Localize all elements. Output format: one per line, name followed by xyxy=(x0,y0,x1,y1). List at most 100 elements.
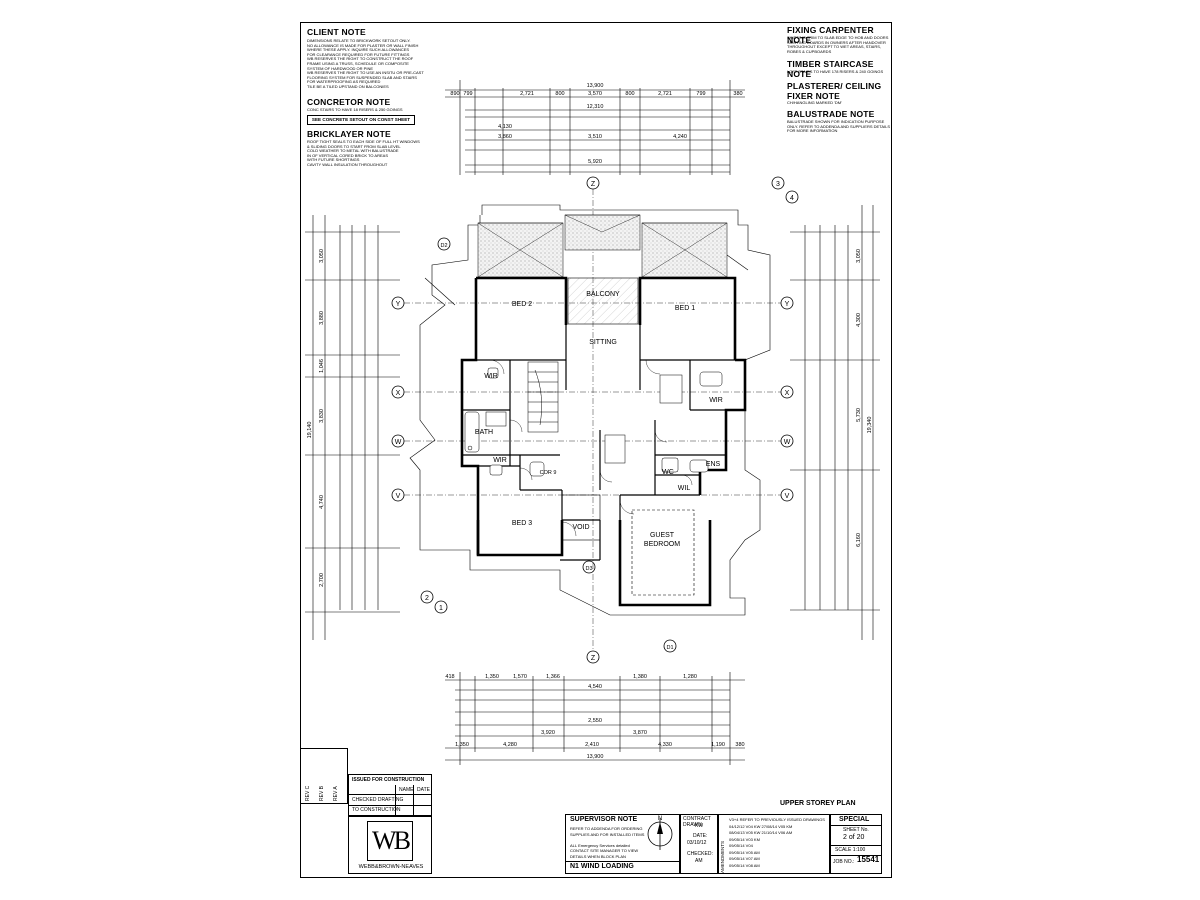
stairs xyxy=(527,361,559,433)
note-line: FOR MORE INFORMATION xyxy=(787,128,838,134)
dim-text: 1,350 xyxy=(485,674,499,680)
rev-label: REV C xyxy=(305,785,311,801)
dim-text: 3,050 xyxy=(319,249,325,263)
note-line: IN OF VERTICAL CORED BRICK TO AREAS xyxy=(307,152,388,158)
grid-v: V xyxy=(785,493,790,500)
grid-d1: D1 xyxy=(666,645,673,651)
concretor-note-line: CONC STAIRS TO HAVE 18 RISERS & 250 GOIN… xyxy=(307,107,403,112)
note-line: CAVITY WALL INSULATION THROUGHOUT xyxy=(307,162,388,167)
external-walls xyxy=(460,276,747,607)
top-overall-dim: 13,900 xyxy=(587,83,604,89)
issued-for-construction-box: ISSUED FOR CONSTRUCTION NAME DATE CHECKE… xyxy=(348,774,432,816)
note-line: WB RESERVES THE RIGHT TO USE AN INSITU O… xyxy=(307,70,424,76)
plasterer-note-line: CH/HANGLING MARKED 'DM' xyxy=(787,100,842,105)
checked-label: CHECKED: xyxy=(687,851,713,857)
title-block-line: 09/05/14 V05 AM xyxy=(729,849,760,855)
grid-d3: D3 xyxy=(585,566,592,572)
north-arrow-icon: N xyxy=(647,816,673,850)
dim-text: 1,280 xyxy=(683,674,697,680)
grid-x: X xyxy=(396,390,401,397)
dim-text: 1,380 xyxy=(633,674,647,680)
dim-text: 4,280 xyxy=(503,742,517,748)
title-block-line: ALL Emergency Services detailed xyxy=(570,842,630,848)
timber-staircase-note-line: LOFT STAIRS TO HAVE 178 RISERS & 240 GOI… xyxy=(787,69,884,74)
room-sitting: SITTING xyxy=(589,339,617,346)
dim-text: 3,870 xyxy=(633,730,647,736)
room-bed-3: BED 3 xyxy=(512,520,532,527)
dim-text: 2,700 xyxy=(319,573,325,587)
dim-text: 380 xyxy=(733,91,742,97)
date-label: DATE: xyxy=(693,833,708,839)
note-line: SKIRTING TRIM TO SLAB EDGE TO HOB AND DO… xyxy=(787,35,889,40)
dim-text: 2,721 xyxy=(520,91,534,97)
special-label: SPECIAL xyxy=(839,816,870,823)
rev-label: REV A xyxy=(333,786,339,801)
note-line: SYSTEM OF HARDWOOD OR PINE xyxy=(307,65,374,71)
note-line: ROBES & CUPBOARDS xyxy=(787,48,832,54)
title-block-line: 09/05/14 V04 xyxy=(729,843,753,848)
dim-text: 3,920 xyxy=(541,730,555,736)
grid-3: 3 xyxy=(776,181,780,188)
note-line: ROOF TIGHT SEALS TO EACH SIDE OF FULL HT… xyxy=(307,139,420,144)
dim-text: 3,880 xyxy=(319,311,325,325)
concretor-note-title: CONCRETOR NOTE xyxy=(307,97,391,107)
dim-text: 1,046 xyxy=(319,359,325,373)
job-no: 15541 xyxy=(857,855,880,864)
dim-text: 2,410 xyxy=(585,742,599,748)
to-construction: TO CONSTRUCTION xyxy=(352,807,401,813)
timber-staircase-note-title: TIMBER STAIRCASE NOTE xyxy=(787,59,874,79)
note-line: ONLY. REFER TO ADDENDA AND SUPPLIERS DET… xyxy=(787,123,890,129)
note-line: SKIRTING BOARDS IN OWNERS AFTER HANDOVER xyxy=(787,39,886,45)
internal-walls xyxy=(462,325,735,561)
dim-text: 4,540 xyxy=(588,684,602,690)
sheet-no-label: SHEET No. xyxy=(843,827,869,833)
grid-v: V xyxy=(396,493,401,500)
supervisor-note-title: SUPERVISOR NOTE xyxy=(570,816,638,823)
drawing-sheet: CLIENT NOTE DIMENSIONS RELATE TO BRICKWO… xyxy=(300,22,892,878)
dim-text: 3,050 xyxy=(856,249,862,263)
title-block: REV C REV B REV A ISSUED FOR CONSTRUCTIO… xyxy=(300,748,892,878)
title-block-line: 04/12/12 V04 KW 27/08/14 V05 KM xyxy=(729,823,793,829)
date-col: DATE xyxy=(417,787,430,793)
note-line: WHERE THESE APPLY. INQUIRE SUCH ALLOWANC… xyxy=(307,47,410,53)
sheet-no: 2 of 20 xyxy=(843,834,865,841)
grid-d2: D2 xyxy=(440,243,447,249)
dim-text: 4,330 xyxy=(658,742,672,748)
title-block-line: 09/05/14 V08 AM xyxy=(729,862,760,868)
dim-text: 799 xyxy=(696,91,705,97)
supervisor-note-box: SUPERVISOR NOTE REFER TO ADDENDA FOR ORD… xyxy=(565,814,680,874)
client-note-title: CLIENT NOTE xyxy=(307,27,366,37)
dim-text: 6,160 xyxy=(856,533,862,547)
dim-text: 4,240 xyxy=(673,134,687,140)
title-block-line: REFER TO ADDENDA FOR ORDERING xyxy=(570,826,643,831)
note-line: COLD WEATHER TO METAL WITH BALUSTRADE xyxy=(307,148,399,154)
grid-z: Z xyxy=(591,181,596,188)
title-block-line: CONTACT SITE MANAGER TO VIEW xyxy=(570,848,639,853)
title-block-line: 08/04/13 V05 KW 21/10/14 V06 AM xyxy=(729,830,793,835)
dim-text: 5,730 xyxy=(856,408,862,422)
room-cor: COR 9 xyxy=(540,470,557,476)
dim-text: 799 xyxy=(463,91,472,97)
grid-x: X xyxy=(785,390,790,397)
room-bath: BATH xyxy=(475,429,493,436)
room-ens: ENS xyxy=(706,461,721,468)
date-value: 03/10/12 xyxy=(687,840,707,846)
contract-box: CONTRACT DRAWN KW DATE: 03/10/12 CHECKED… xyxy=(680,814,718,874)
dim-text: 2,550 xyxy=(588,718,602,724)
dim-text: 890 xyxy=(450,91,459,97)
logo-monogram: WB xyxy=(367,821,413,861)
dim-text: 5,920 xyxy=(588,159,602,165)
grid-z: Z xyxy=(591,655,596,662)
dim-text: 4,300 xyxy=(856,313,862,327)
note-line: THROUGHOUT EXCEPT TO WET AREAS, STAIRS, xyxy=(787,44,882,50)
grid-y: Y xyxy=(785,301,790,308)
title-block-line: DETAILS WHEN BLOCK PLAN xyxy=(570,853,626,859)
grid-4: 4 xyxy=(790,195,794,202)
room-wir: WIR xyxy=(484,373,498,380)
title-block-line: 09/05/14 V03 KM xyxy=(729,836,760,842)
note-line: TILE BE A TILED UPSTAND ON BALCONIES xyxy=(307,84,389,89)
room-wir: WIR xyxy=(493,457,507,464)
dim-text: 12,310 xyxy=(587,104,604,110)
wind-loading: N1 WIND LOADING xyxy=(570,863,634,870)
